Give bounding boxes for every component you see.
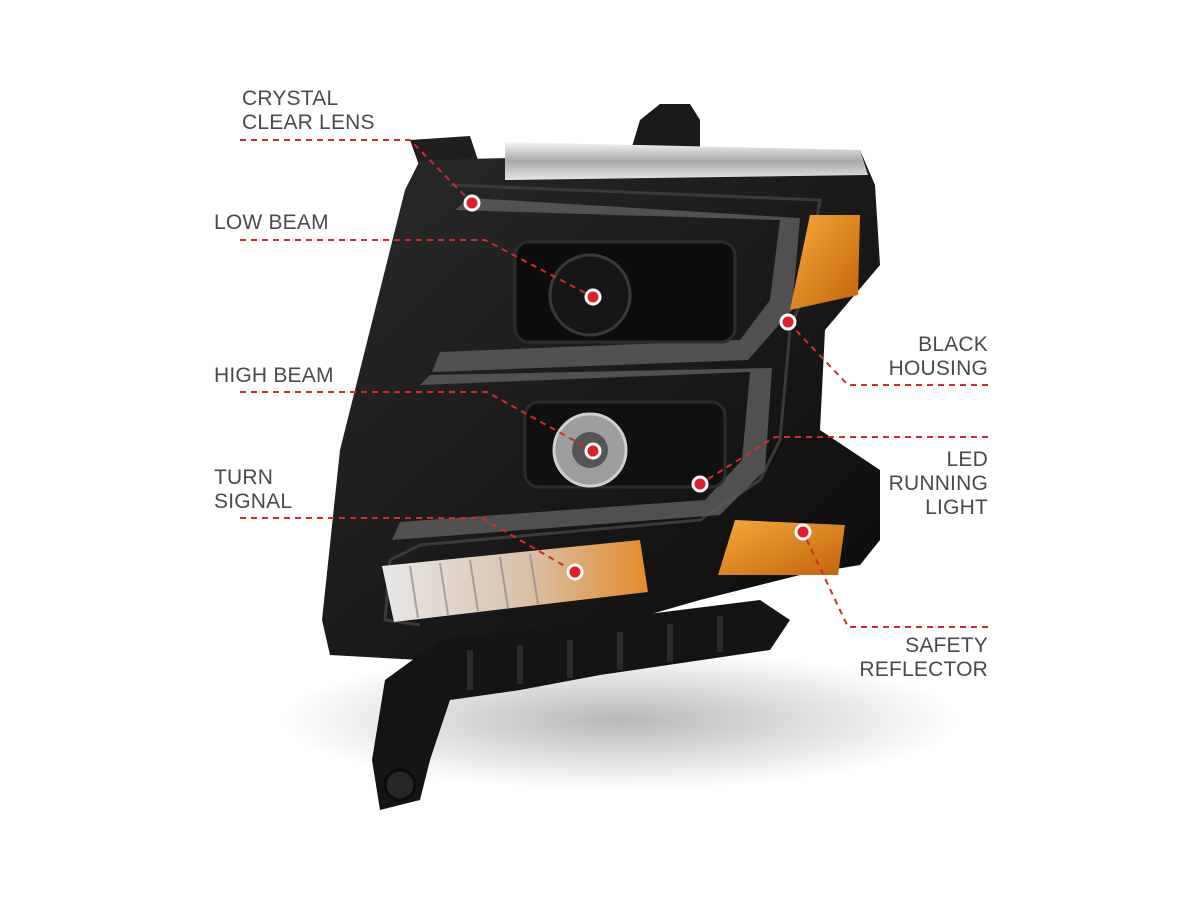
leader-safety-reflector xyxy=(802,531,988,628)
label-turn-signal: TURN SIGNAL xyxy=(214,466,292,514)
label-line: CLEAR LENS xyxy=(242,111,375,134)
label-line: TURN xyxy=(214,466,274,489)
label-line: LED xyxy=(946,448,988,471)
leader-turn-signal xyxy=(240,517,576,573)
label-safety-reflector: SAFETY REFLECTOR xyxy=(859,634,988,682)
leader-black-housing xyxy=(787,321,988,386)
label-line: LIGHT xyxy=(925,496,988,519)
marker-turn-signal xyxy=(566,563,584,581)
marker-safety-reflector xyxy=(794,523,812,541)
markers xyxy=(463,194,812,581)
bracket-ribs xyxy=(467,616,723,690)
top-amber-marker xyxy=(790,215,860,310)
label-line: HIGH BEAM xyxy=(214,364,334,387)
turn-signal-lens xyxy=(382,540,648,622)
label-low-beam: LOW BEAM xyxy=(214,211,329,235)
marker-high-beam xyxy=(584,442,602,460)
label-line: BLACK xyxy=(918,333,988,356)
turn-signal-facets xyxy=(409,553,539,619)
label-line: SAFETY xyxy=(905,634,988,657)
leader-high-beam xyxy=(240,391,594,452)
label-line: LOW BEAM xyxy=(214,211,329,234)
chrome-trim xyxy=(505,142,868,180)
label-line: HOUSING xyxy=(888,357,988,380)
leader-crystal-clear-lens xyxy=(240,139,473,204)
leader-low-beam xyxy=(240,239,594,298)
marker-crystal-clear-lens xyxy=(463,194,481,212)
safety-reflector-lens xyxy=(718,520,845,575)
leader-lines xyxy=(240,139,988,628)
label-line: SIGNAL xyxy=(214,490,293,513)
label-line: REFLECTOR xyxy=(859,658,988,681)
lower-bracket xyxy=(372,600,790,810)
marker-led-running-light xyxy=(691,475,709,493)
label-black-housing: BLACK HOUSING xyxy=(889,333,988,381)
marker-black-housing xyxy=(779,313,797,331)
label-high-beam: HIGH BEAM xyxy=(214,364,334,388)
marker-low-beam xyxy=(584,288,602,306)
leader-led-running-light xyxy=(699,436,988,485)
upper-led-bar xyxy=(432,198,800,372)
label-line: RUNNING xyxy=(888,472,988,495)
label-line: CRYSTAL xyxy=(242,87,339,110)
label-crystal-clear-lens: CRYSTAL CLEAR LENS xyxy=(242,87,375,135)
label-led-running-light: LED RUNNING LIGHT xyxy=(889,448,988,520)
mount-hole xyxy=(383,768,417,802)
lower-led-bar xyxy=(392,368,772,540)
